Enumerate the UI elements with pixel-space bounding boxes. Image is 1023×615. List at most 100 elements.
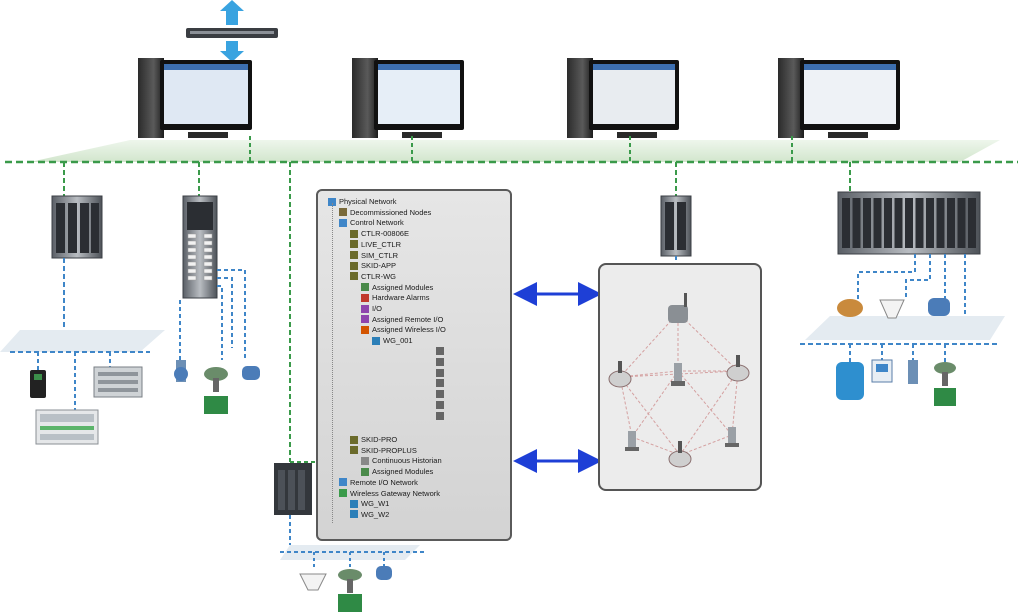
tree-node[interactable]: LIVE_CTLR	[350, 239, 401, 250]
controller-icon	[350, 446, 358, 455]
tree-node[interactable]: Assigned Modules	[361, 282, 433, 293]
tree-node[interactable]: SKID-APP	[350, 260, 396, 271]
wireless-transmitter-icon-3	[725, 427, 739, 447]
wireless-mesh-network	[608, 293, 750, 468]
gateway-icon	[350, 510, 358, 519]
process-graphics	[804, 64, 896, 124]
device-icon	[436, 379, 444, 388]
tree-node[interactable]: Assigned Wireless I/O	[361, 324, 446, 335]
screen-title-bar	[164, 64, 248, 70]
config-display	[593, 64, 675, 124]
device-icon	[436, 358, 444, 366]
io-icon	[361, 304, 369, 313]
monitor-stand	[617, 132, 657, 138]
wireless-transmitter-icon-1	[671, 363, 685, 386]
tree-node[interactable]: WG_W2	[350, 509, 389, 520]
network-drops	[63, 162, 851, 462]
device-icon	[436, 390, 444, 399]
down-arrow-icon	[220, 41, 244, 62]
tree-node[interactable]: WG_001	[372, 335, 413, 346]
tree-node[interactable]: Hardware Alarms	[361, 292, 430, 303]
analyzer-icon	[836, 362, 864, 400]
io-card	[873, 198, 882, 248]
tree-node[interactable]: CTLR-WG	[350, 271, 396, 282]
tree-node[interactable]	[436, 357, 447, 368]
tree-node-label: LIVE_CTLR	[361, 239, 402, 249]
tree-node-label: WG_001	[383, 336, 413, 346]
io-card	[936, 198, 945, 248]
pc-tower	[138, 58, 164, 138]
control-network-band	[30, 140, 1000, 162]
tree-node[interactable]: SKID-PRO	[350, 434, 397, 445]
gateway-icon	[350, 499, 358, 508]
historian-icon	[361, 456, 369, 465]
tree-node[interactable]: CTLR-00806E	[350, 228, 409, 239]
display-transmitter-icon	[871, 359, 893, 383]
tree-node[interactable]: SKID-PROPLUS	[350, 445, 417, 456]
tree-node[interactable]	[436, 399, 447, 410]
wireless-valve-icon-3	[668, 441, 692, 468]
tree-node-label: Assigned Modules	[372, 467, 434, 477]
tree-node-label: SIM_CTLR	[361, 250, 399, 260]
wireless-transmitter-icon-2	[625, 431, 639, 451]
tree-connector	[332, 203, 333, 523]
tree-node[interactable]	[436, 378, 447, 389]
tree-node[interactable]: Remote I/O Network	[339, 477, 418, 488]
tree-node[interactable]: Continuous Historian	[361, 455, 442, 466]
io-bus-band-right	[805, 316, 1005, 340]
tree-node[interactable]	[436, 346, 447, 357]
tree-node[interactable]: Decommissioned Nodes	[339, 207, 431, 218]
device-icon	[436, 411, 444, 420]
tree-node[interactable]	[436, 410, 447, 421]
tree-node-label: SKID-APP	[361, 261, 397, 271]
network-icon	[339, 218, 347, 227]
control-valve-icon-bottom	[338, 569, 362, 612]
control-valve-icon	[204, 367, 228, 414]
wireless-gateway-icon	[668, 293, 688, 323]
tree-node[interactable]: Assigned Modules	[361, 466, 433, 477]
tree-node-label: Remote I/O Network	[350, 477, 418, 487]
tree-node[interactable]: Physical Network	[328, 196, 397, 207]
tree-node-label: Control Network	[350, 218, 404, 228]
controller-icon	[350, 272, 358, 281]
controller-icon	[350, 251, 358, 259]
io-card	[915, 198, 924, 248]
io-card	[884, 198, 892, 248]
tree-node-label: CTLR-WG	[361, 271, 396, 281]
tree-node[interactable]: SIM_CTLR	[350, 250, 398, 261]
wireless-icon	[339, 489, 347, 497]
flow-meter-icon	[299, 573, 327, 591]
tree-node-label: WG_W2	[361, 509, 390, 519]
tree-node-label: Assigned Wireless I/O	[372, 325, 446, 335]
tree-node-label: I/O	[372, 304, 383, 313]
tree-node[interactable]: I/O	[361, 303, 382, 314]
mesh-links	[619, 312, 739, 456]
device-icon	[436, 368, 444, 377]
tree-node[interactable]: Wireless Gateway Network	[339, 488, 440, 499]
motor-icon-right	[928, 298, 950, 316]
control-valve-icon-right	[934, 362, 956, 406]
io-card	[842, 198, 850, 248]
io-card	[863, 198, 871, 248]
tree-node[interactable]	[436, 389, 447, 400]
motor-icon	[242, 366, 260, 380]
io-bus-band-left	[0, 330, 165, 352]
tree-node[interactable]: WG_W1	[350, 498, 389, 509]
gauge-display	[378, 64, 460, 124]
motor-icon-bottom	[376, 566, 392, 580]
wireless-valve-icon-2	[726, 355, 750, 382]
controller-rack-left	[51, 195, 103, 259]
controller-icon	[350, 261, 358, 270]
workstation-2	[352, 58, 464, 138]
tree-node[interactable]: Assigned Remote I/O	[361, 314, 443, 325]
monitor-stand	[402, 132, 442, 138]
controller-icon	[350, 229, 358, 238]
tree-node[interactable]	[436, 367, 447, 378]
io-rack-right	[837, 191, 981, 255]
pressure-transmitter-icon	[174, 360, 188, 382]
io-card-panel-icon	[35, 409, 99, 445]
pc-tower	[352, 58, 378, 138]
tree-node[interactable]: Control Network	[339, 217, 404, 228]
